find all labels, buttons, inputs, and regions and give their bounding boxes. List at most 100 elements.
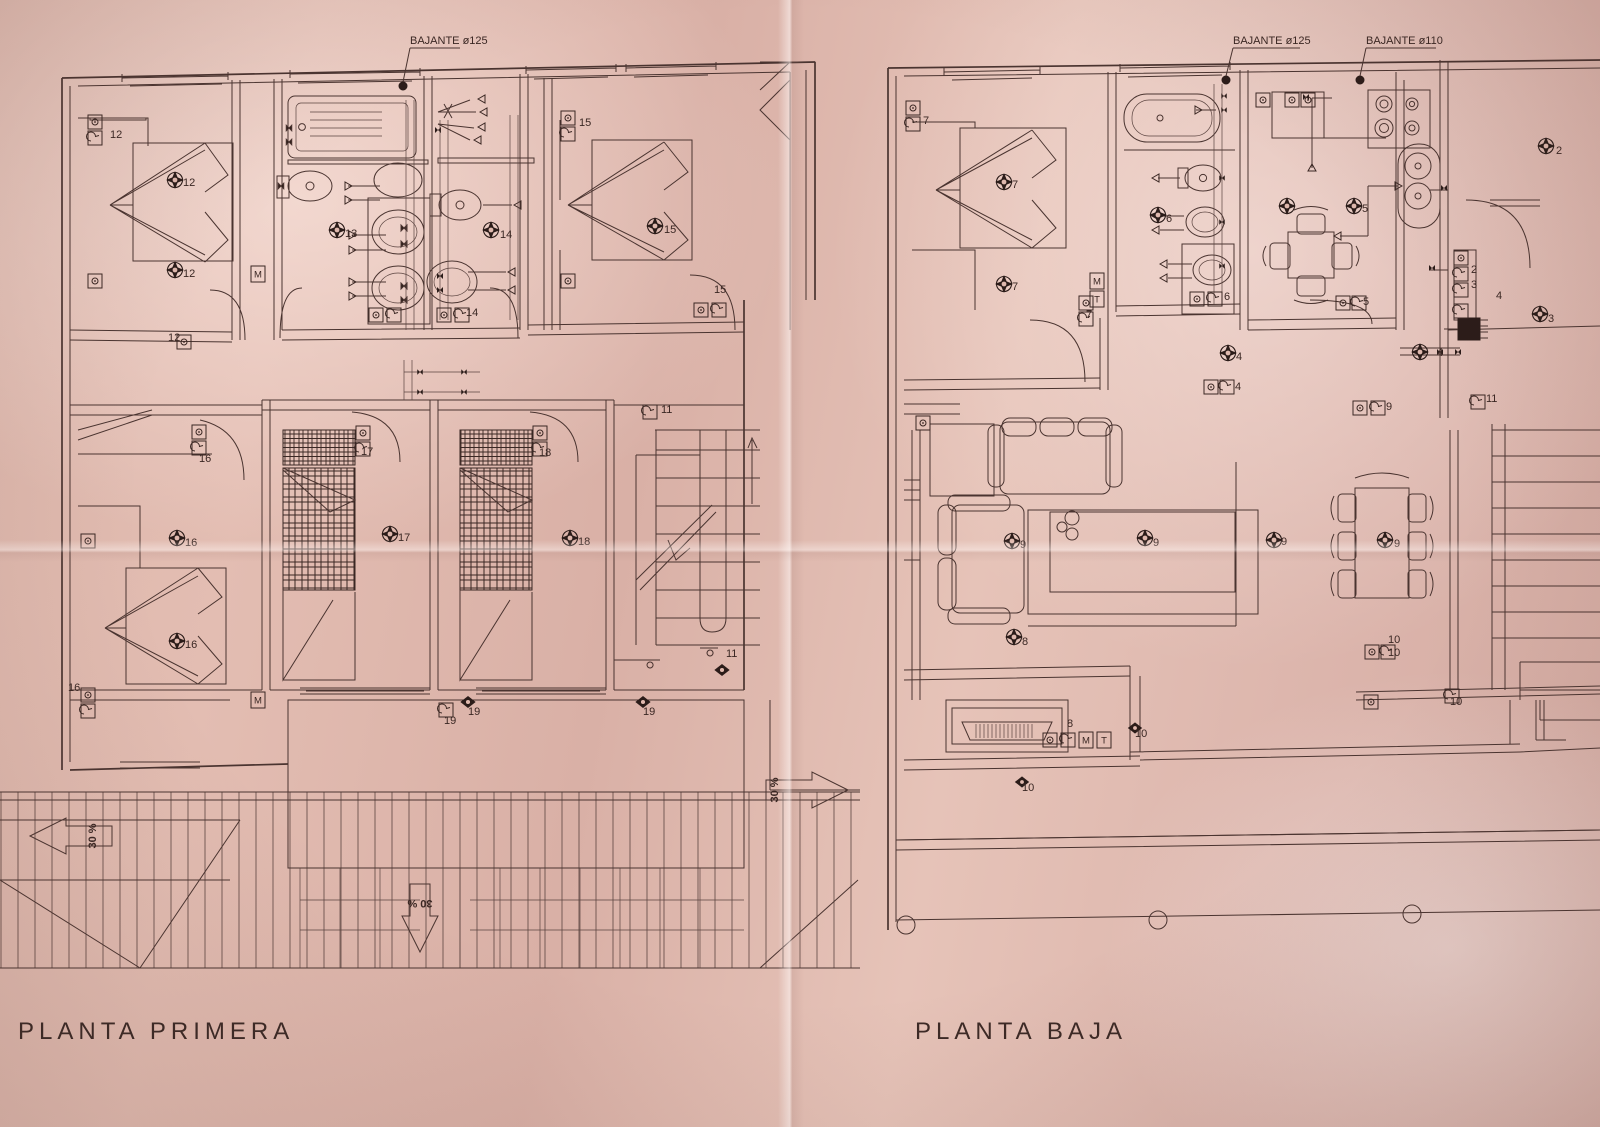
pp-bath-13 [277, 96, 430, 324]
circuit-number: 10 [1450, 696, 1462, 708]
circuit-number: 5 [1362, 203, 1368, 215]
pb-entry-4 [1400, 185, 1540, 355]
circuit-number: 6 [1224, 291, 1230, 303]
pp-closet-12 [78, 118, 148, 146]
circuit-number: 3 [1548, 313, 1554, 325]
circuit-number: 19 [468, 706, 480, 718]
circuit-number: 17 [398, 532, 410, 544]
circuit-number: 12 [168, 332, 180, 344]
circuit-number: 15 [714, 284, 726, 296]
pp-pipes-mid [404, 360, 480, 400]
circuit-number: 16 [68, 682, 80, 694]
pp-wall-lines [70, 70, 806, 762]
circuit-number: 19 [643, 706, 655, 718]
plan-title-planta-primera: PLANTA PRIMERA [18, 1018, 295, 1045]
roof-slope-label: 30 % [769, 777, 781, 802]
pp-bed-15 [544, 78, 692, 330]
pp-room-18 [460, 430, 532, 680]
circuit-number: 18 [578, 536, 590, 548]
circuit-number: 4 [1496, 290, 1502, 302]
pp-bed-12 [90, 118, 233, 262]
bajante-label: BAJANTE ø110 [1366, 35, 1443, 47]
pp-risers [406, 100, 518, 330]
circuit-number: 12 [183, 177, 195, 189]
circuit-number: 10 [1135, 728, 1147, 740]
circuit-number: 7 [1012, 281, 1018, 293]
pb-windows-top [944, 62, 1230, 80]
pp-plumbing-13 [277, 124, 408, 304]
circuit-number: 10 [1022, 782, 1034, 794]
pp-slope-arrow-left [30, 818, 112, 854]
circuit-number: 9 [1386, 401, 1392, 413]
pb-stair [1492, 424, 1600, 720]
circuit-number: 2 [1556, 145, 1562, 157]
pb-ceiling-lights [994, 136, 1556, 647]
pp-slope-arrow-bottom [402, 884, 438, 952]
pb-bath-6 [1124, 93, 1235, 314]
circuit-number: 5 [1363, 296, 1369, 308]
pp-bed-16 [78, 410, 226, 684]
circuit-number: 2 [1471, 264, 1477, 276]
pb-door-7 [1030, 320, 1085, 382]
pb-bajante-callouts [1222, 48, 1436, 84]
circuit-number: 14 [466, 307, 478, 319]
circuit-number: 8 [1022, 636, 1028, 648]
bajante-label: BAJANTE ø125 [1233, 35, 1311, 47]
roof-slope-label: 30 % [87, 823, 99, 848]
circuit-number: 12 [110, 129, 122, 141]
pp-bajante-callout [399, 48, 460, 90]
pp-slope-arrow-right [766, 772, 848, 808]
circuit-number: 9 [1020, 539, 1026, 551]
circuit-number: 15 [579, 117, 591, 129]
circuit-number: 7 [923, 115, 929, 127]
circuit-number: 18 [539, 447, 551, 459]
pp-hall [614, 405, 744, 690]
planta-primera-group [0, 48, 860, 968]
circuit-number: 9 [1394, 538, 1400, 550]
circuit-number: 4 [1437, 347, 1443, 359]
circuit-number: 8 [1067, 718, 1073, 730]
circuit-number: 16 [185, 639, 197, 651]
bajante-label: BAJANTE ø125 [410, 35, 488, 47]
circuit-number: 7 [1012, 179, 1018, 191]
circuit-number: 15 [664, 224, 676, 236]
roof-slope-label: 30 % [407, 897, 432, 909]
circuit-number: 4 [1236, 351, 1242, 363]
pp-windows-top [122, 62, 716, 86]
plan-title-planta-baja: PLANTA BAJA [915, 1018, 1127, 1045]
circuit-number: 11 [1486, 393, 1497, 405]
circuit-number: 9 [1153, 537, 1159, 549]
pb-door-kitchen [1310, 300, 1372, 324]
pb-tv-unit-8 [946, 700, 1068, 752]
circuit-number: 16 [199, 453, 211, 465]
pp-terrace-windows [120, 688, 606, 768]
circuit-number: 11 [726, 648, 737, 660]
pp-toilet-13 [277, 171, 332, 201]
pb-porch [896, 686, 1600, 934]
circuit-number: 16 [185, 537, 197, 549]
circuit-number: 13 [345, 228, 357, 240]
circuit-number: 3 [1471, 279, 1477, 291]
planta-baja-group [888, 48, 1600, 934]
circuit-number: 12 [183, 268, 195, 280]
circuit-number: 10 [1388, 647, 1400, 659]
pb-risers [1214, 84, 1222, 304]
circuit-number: 11 [661, 404, 672, 416]
pb-bed-7 [912, 122, 1066, 310]
circuit-number: 14 [500, 229, 512, 241]
pp-doors [200, 275, 735, 480]
pb-living-9 [904, 418, 1258, 700]
bajante-callout-layer: BAJANTE ø125 BAJANTE ø125 BAJANTE ø110 [410, 35, 1443, 47]
circuit-number: 7 [1086, 309, 1092, 321]
pp-stair [636, 430, 760, 645]
pb-kitchen-5 [1263, 90, 1440, 304]
circuit-number: 19 [444, 715, 456, 727]
circuit-number: 9 [1281, 536, 1287, 548]
pp-wall-lights-19 [459, 663, 731, 709]
circuit-number: 6 [1166, 213, 1172, 225]
pp-roof [0, 62, 860, 968]
circuit-number: 10 [1388, 634, 1400, 646]
